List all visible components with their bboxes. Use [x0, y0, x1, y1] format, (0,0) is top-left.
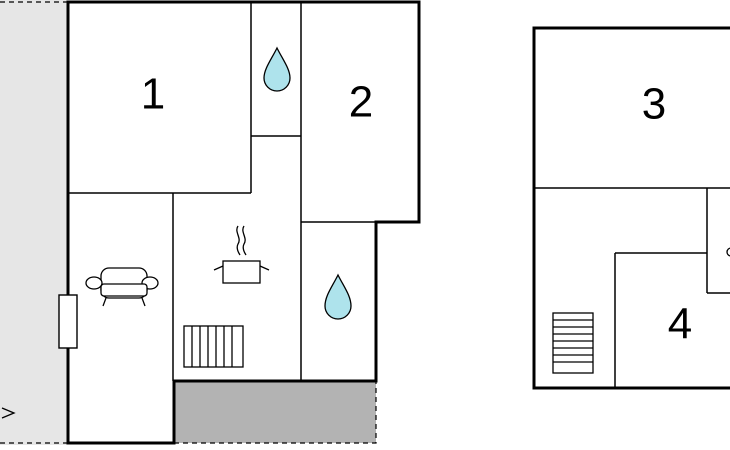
- room-2-label: 2: [349, 78, 373, 127]
- interior-walls-right-building: [534, 187, 730, 388]
- terrace: [174, 382, 376, 443]
- window: [58, 294, 78, 349]
- sofa-icon: [85, 267, 159, 307]
- entrance-arrow-icon: [1, 407, 16, 419]
- outdoor-area: [0, 0, 67, 445]
- water-drop-icon: [324, 273, 352, 320]
- terrace-boundary: [174, 382, 377, 444]
- staircase-icon: [552, 312, 594, 374]
- room-1-label: 1: [141, 70, 165, 119]
- room-3-label: 3: [642, 80, 666, 129]
- water-drop-icon: [263, 46, 291, 92]
- interior-walls-left-building: [68, 2, 376, 381]
- exterior-wall-left-building: [66, 0, 421, 445]
- radiator-icon: [183, 325, 244, 368]
- cooking-pot-icon: [213, 225, 270, 284]
- room-4-label: 4: [668, 300, 692, 349]
- exterior-wall-right-building: [532, 26, 730, 390]
